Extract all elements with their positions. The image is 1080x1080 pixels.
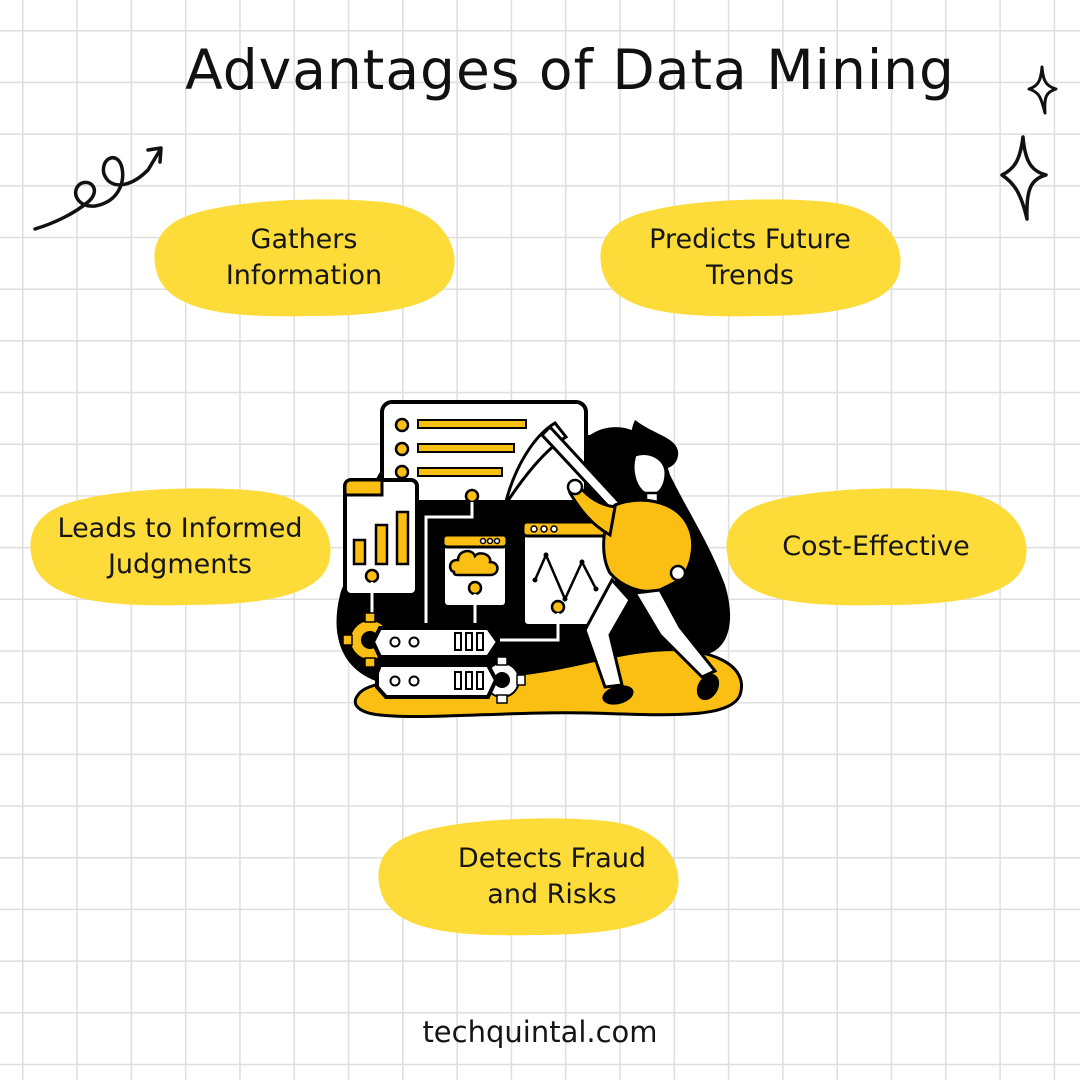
- advantage-predicts-future-trends: Predicts Future Trends: [598, 196, 902, 320]
- yellow-blob-shape: [726, 488, 1027, 606]
- sparkle-icon: [1000, 135, 1048, 221]
- advantage-detects-fraud: Detects Fraud and Risks: [376, 815, 680, 939]
- advantage-gathers-information: Gathers Information: [152, 196, 456, 320]
- advantage-label: Cost-Effective: [782, 531, 970, 562]
- person-icon: [566, 420, 720, 705]
- advantage-label: Predicts Future Trends: [649, 224, 851, 291]
- curly-arrow-icon: [33, 146, 163, 231]
- yellow-blob-shape: [378, 818, 679, 936]
- advantage-label: Leads to Informed Judgments: [57, 513, 303, 580]
- yellow-blob-shape: [154, 199, 455, 317]
- advantage-label: Detects Fraud and Risks: [457, 843, 647, 910]
- page-title: Advantages of Data Mining: [185, 38, 955, 102]
- yellow-blob-shape: [30, 488, 331, 606]
- cloud-window-icon: [441, 533, 509, 623]
- advantage-informed-judgments: Leads to Informed Judgments: [28, 485, 332, 609]
- server-icon: [370, 626, 501, 659]
- list-panel-icon: [380, 400, 588, 623]
- line-chart-window-icon: [500, 520, 619, 642]
- data-mining-illustration: [336, 400, 743, 719]
- server-icon: [375, 663, 499, 699]
- website-url: techquintal.com: [422, 1015, 658, 1049]
- bar-chart-icon: [343, 478, 419, 625]
- advantage-label: Gathers Information: [225, 224, 383, 291]
- advantage-cost-effective: Cost-Effective: [724, 485, 1028, 609]
- sparkle-icon: [1027, 65, 1058, 115]
- yellow-blob-shape: [600, 199, 901, 317]
